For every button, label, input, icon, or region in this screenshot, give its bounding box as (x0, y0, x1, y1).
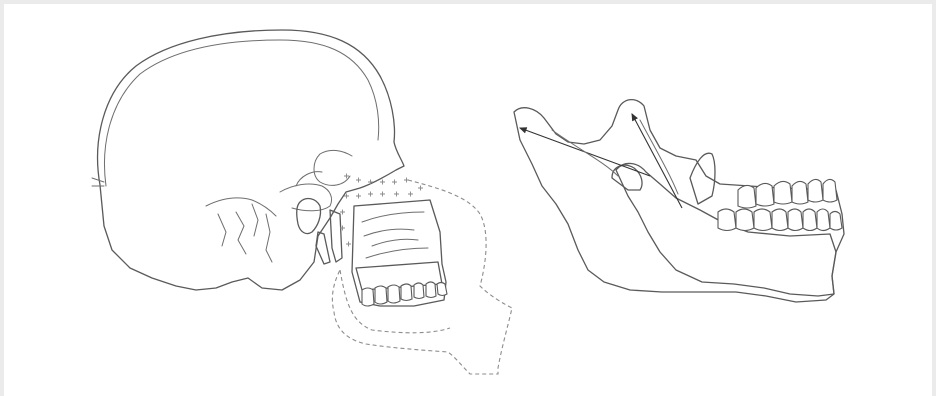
zygomatic-arch (280, 184, 332, 211)
upper-teeth (738, 179, 837, 208)
mandible-drawing (514, 100, 844, 302)
pull-arrow-right (632, 114, 682, 208)
squamosal-suture (206, 198, 276, 216)
pterygoid-plate (330, 210, 342, 262)
mandibular-teeth (718, 209, 842, 231)
osteotomy-markers (340, 174, 423, 247)
temporal-suture-lines (218, 204, 272, 262)
displacement-outline (332, 180, 512, 374)
skull-drawing (92, 30, 512, 374)
nasal-turbinates (362, 212, 428, 258)
cranium-outline (98, 30, 404, 290)
cranium-inner-line (104, 40, 378, 186)
occipital-notch (92, 178, 104, 186)
mastoid-process (297, 199, 321, 234)
orbit (314, 150, 352, 185)
